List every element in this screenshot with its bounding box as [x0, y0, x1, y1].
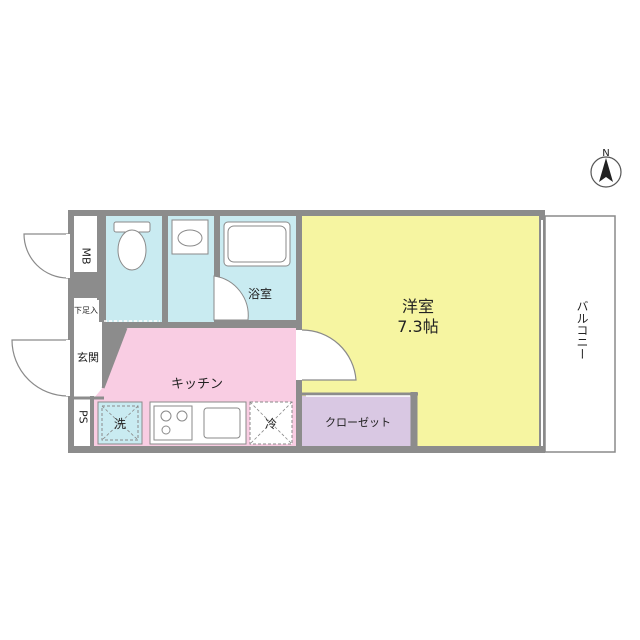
front-door-swing [11, 339, 69, 397]
toilet-bowl [117, 229, 147, 271]
compass-arrow-icon [599, 158, 613, 182]
basin-bowl [177, 229, 203, 247]
mb-room [74, 216, 97, 272]
burner-3 [161, 425, 171, 435]
shoe-box-label: 下足入 [74, 306, 98, 315]
stove [153, 405, 193, 441]
ps-room [74, 398, 91, 446]
shoe-box [74, 298, 99, 322]
balcony-label: バルコニー [575, 300, 589, 360]
room-door-swing [301, 329, 357, 381]
fridge-label: 冷 [265, 417, 277, 431]
room-door-gap [296, 330, 302, 380]
closet-label: クローゼット [325, 416, 391, 429]
balcony-area [544, 215, 616, 453]
washer-diag-1 [101, 405, 139, 441]
washer-box [101, 405, 139, 441]
mb-door-gap [66, 234, 70, 278]
partition-entrance-step [101, 327, 128, 389]
mb-door-swing [23, 233, 69, 279]
western-room-label: 洋室 [402, 297, 434, 316]
fridge-area [249, 401, 293, 445]
western-room-size: 7.3帖 [397, 317, 438, 336]
front-door-gap [66, 340, 70, 396]
kitchen-label: キッチン [171, 377, 223, 392]
north-compass: N [590, 148, 622, 188]
compass-label: N [602, 148, 609, 159]
bath-door-swing [213, 275, 249, 321]
mb-label: MB [80, 247, 93, 264]
washer-label: 洗 [114, 417, 126, 431]
ps-label: PS [77, 410, 90, 424]
entrance-area [74, 322, 102, 398]
burner-1 [160, 410, 172, 422]
sink [203, 407, 241, 439]
washer-diag-2 [101, 405, 139, 441]
bathtub-inner [227, 225, 287, 263]
burner-2 [176, 410, 188, 422]
closet-room [302, 396, 414, 446]
entrance-label: 玄関 [77, 350, 99, 364]
bath-label: 浴室 [248, 286, 272, 301]
